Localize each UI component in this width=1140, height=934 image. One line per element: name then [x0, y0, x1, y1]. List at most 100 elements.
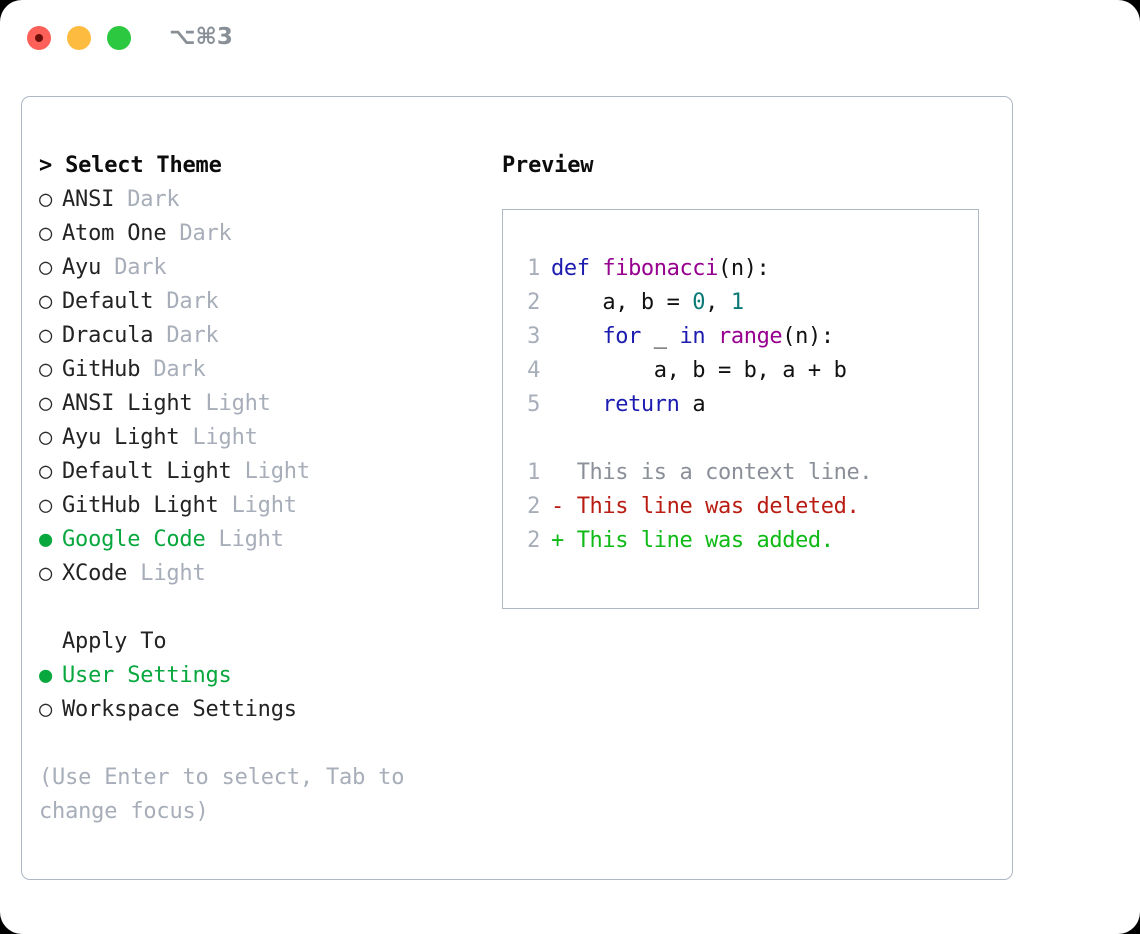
theme-kind-label: Light — [192, 425, 258, 450]
spacer — [192, 391, 205, 416]
code-token: range — [718, 324, 783, 349]
code-token: for — [602, 324, 641, 349]
gutter-spacer — [540, 252, 551, 286]
code-line: 4 a, b = b, a + b — [514, 354, 872, 388]
apply-to-option-workspace-settings[interactable]: ○ Workspace Settings — [39, 693, 479, 727]
diff-line: 1 This is a context line. — [514, 456, 872, 490]
radio-unselected-icon: ○ — [39, 221, 53, 246]
theme-option-google-code[interactable]: ●Google Code Light — [39, 523, 479, 557]
theme-kind-label: Light — [140, 561, 206, 586]
radio-unselected-icon: ○ — [39, 493, 53, 518]
diff-sign — [551, 460, 577, 485]
code-token: (n): — [718, 256, 770, 281]
theme-option-default[interactable]: ○Default Dark — [39, 285, 479, 319]
theme-name-label: Dracula — [62, 323, 154, 348]
theme-name-label: Google Code — [62, 527, 206, 552]
code-line: 5 return a — [514, 388, 872, 422]
spacer — [140, 357, 153, 382]
theme-option-ansi[interactable]: ○ANSI Dark — [39, 183, 479, 217]
theme-option-default-light[interactable]: ○ Default Light Light — [39, 455, 479, 489]
spacer — [179, 425, 192, 450]
gutter-spacer — [540, 490, 551, 524]
code-line: 3 for _ in range(n): — [514, 320, 872, 354]
theme-option-github-light[interactable]: ○GitHub Light Light — [39, 489, 479, 523]
close-window-button[interactable] — [27, 26, 51, 50]
radio-unselected-icon: ○ — [39, 323, 53, 348]
theme-kind-label: Light — [218, 527, 284, 552]
spacer — [153, 289, 166, 314]
theme-option-xcode[interactable]: ○XCode Light — [39, 557, 479, 591]
code-line: 2 a, b = 0, 1 — [514, 286, 872, 320]
theme-option-atom-one[interactable]: ○Atom One Dark — [39, 217, 479, 251]
line-number: 1 — [527, 460, 540, 485]
minimize-window-button[interactable] — [67, 26, 91, 50]
theme-name-label: Ayu — [62, 255, 102, 280]
theme-kind-label: Light — [244, 459, 310, 484]
gutter-spacer — [540, 286, 551, 320]
keyboard-shortcut-label: ⌥⌘3 — [169, 24, 233, 50]
theme-name-label: Ayu Light — [62, 425, 180, 450]
theme-list: ○ANSI Dark○Atom One Dark○Ayu Dark○Defaul… — [39, 183, 479, 591]
gutter-spacer — [540, 354, 551, 388]
line-number: 4 — [527, 358, 540, 383]
maximize-window-button[interactable] — [107, 26, 131, 50]
theme-option-github[interactable]: ○GitHub Dark — [39, 353, 479, 387]
code-token: a — [679, 392, 706, 417]
apply-to-label: User Settings — [62, 663, 232, 688]
theme-option-ayu[interactable]: ○ Ayu Dark — [39, 251, 479, 285]
code-token — [705, 324, 718, 349]
radio-unselected-icon: ○ — [39, 459, 53, 484]
theme-picker-panel: > Select Theme ○ANSI Dark○Atom One Dark○… — [21, 96, 1013, 880]
radio-unselected-icon: ○ — [39, 425, 53, 450]
spacer — [166, 221, 179, 246]
gutter-spacer — [540, 388, 551, 422]
code-token: (n): — [782, 324, 834, 349]
spacer — [101, 255, 114, 280]
theme-kind-label: Dark — [166, 289, 219, 314]
theme-option-dracula[interactable]: ○Dracula Dark — [39, 319, 479, 353]
diff-line: 2 + This line was added. — [514, 524, 872, 558]
radio-unselected-icon: ○ — [39, 391, 53, 416]
code-token: fibonacci — [602, 256, 718, 281]
apply-to-heading: Apply To — [62, 629, 167, 654]
spacer — [114, 187, 127, 212]
spacer — [206, 527, 219, 552]
theme-option-ayu-light[interactable]: ○ Ayu Light Light — [39, 421, 479, 455]
apply-to-label: Workspace Settings — [62, 697, 297, 722]
line-number: 5 — [527, 392, 540, 417]
line-number: 2 — [527, 528, 540, 553]
spacer — [153, 323, 166, 348]
code-token: , — [705, 290, 731, 315]
theme-option-ansi-light[interactable]: ○ANSI Light Light — [39, 387, 479, 421]
code-token: _ — [640, 324, 680, 349]
theme-kind-label: Dark — [153, 357, 206, 382]
title-bar: ⌥⌘3 — [0, 0, 1140, 78]
diff-text: This line was deleted. — [576, 494, 860, 519]
code-line: 1 def fibonacci(n): — [514, 252, 872, 286]
theme-name-label: Default — [62, 289, 154, 314]
theme-name-label: ANSI Light — [62, 391, 193, 416]
radio-selected-icon: ● — [39, 663, 53, 688]
line-number: 1 — [527, 256, 540, 281]
theme-name-label: Default Light — [62, 459, 232, 484]
code-token: def — [551, 256, 603, 281]
line-number: 2 — [527, 290, 540, 315]
theme-name-label: GitHub Light — [62, 493, 219, 518]
spacer — [232, 459, 245, 484]
radio-unselected-icon: ○ — [39, 255, 53, 280]
line-number: 3 — [527, 324, 540, 349]
apply-to-option-user-settings[interactable]: ● User Settings — [39, 659, 479, 693]
code-token: a, b = — [551, 290, 693, 315]
traffic-lights — [27, 26, 131, 50]
preview-heading: Preview — [502, 153, 594, 178]
diff-line: 2 - This line was deleted. — [514, 490, 872, 524]
theme-name-label: ANSI — [62, 187, 115, 212]
radio-unselected-icon: ○ — [39, 697, 53, 722]
gutter-spacer — [540, 524, 551, 558]
gutter-spacer — [540, 456, 551, 490]
theme-kind-label: Dark — [114, 255, 167, 280]
preview-column: Preview 1 def fibonacci(n):2 a, b = 0, 1… — [502, 149, 992, 609]
line-number: 2 — [527, 494, 540, 519]
